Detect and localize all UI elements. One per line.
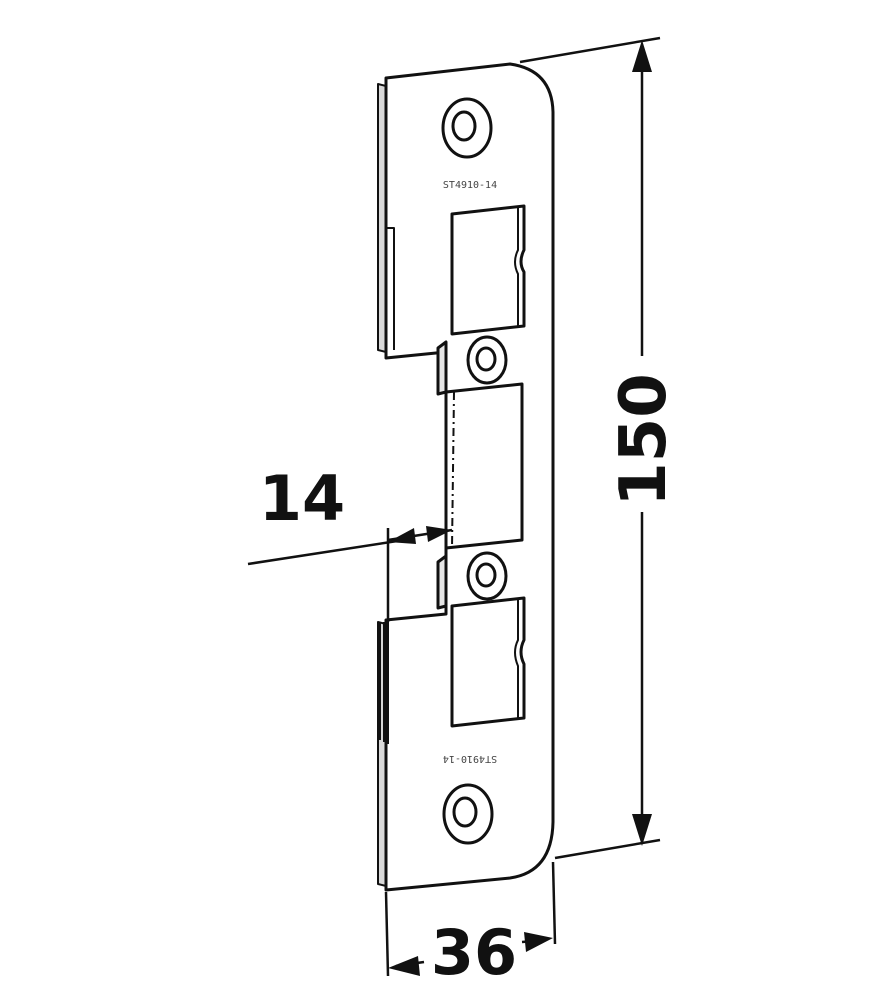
lower-cutout-depth [514,600,519,718]
bottom-tab-edge [379,622,389,744]
screw-hole-middle-bottom-inner [475,562,497,588]
engraving-bottom: ST4910-14 [443,753,497,764]
screw-hole-bottom-inner [452,796,478,828]
width-label: 36 [431,916,517,989]
height-dimension [519,36,661,860]
offset-leader [247,538,405,566]
upper-cutout-depth [514,208,519,326]
screw-hole-top-inner [451,110,477,142]
width-dimension [384,861,557,977]
height-ext-bottom [554,838,661,860]
middle-recess [445,382,524,550]
lower-latch-cutout [450,596,526,728]
width-ext-left [384,891,390,977]
height-label: 150 [607,373,681,507]
height-arrow-top [632,40,652,72]
middle-tab-top [436,340,448,396]
offset-centerline [451,391,455,549]
top-tab-edge [386,227,395,350]
upper-latch-cutout [450,204,526,336]
height-ext-top [519,36,661,64]
offset-arrow-right [426,526,452,542]
strike-plate [377,62,555,892]
height-arrow-bottom [632,814,652,846]
width-arrow-right [524,932,553,952]
width-arrow-left [388,956,420,976]
offset-label: 14 [259,462,345,535]
middle-tab-bottom [436,554,448,610]
offset-arrow-left [388,528,416,544]
engraving-top: ST4910-14 [443,180,497,191]
offset-dimension [247,526,453,622]
screw-hole-middle-top-inner [475,346,497,372]
width-ext-right [551,861,557,945]
